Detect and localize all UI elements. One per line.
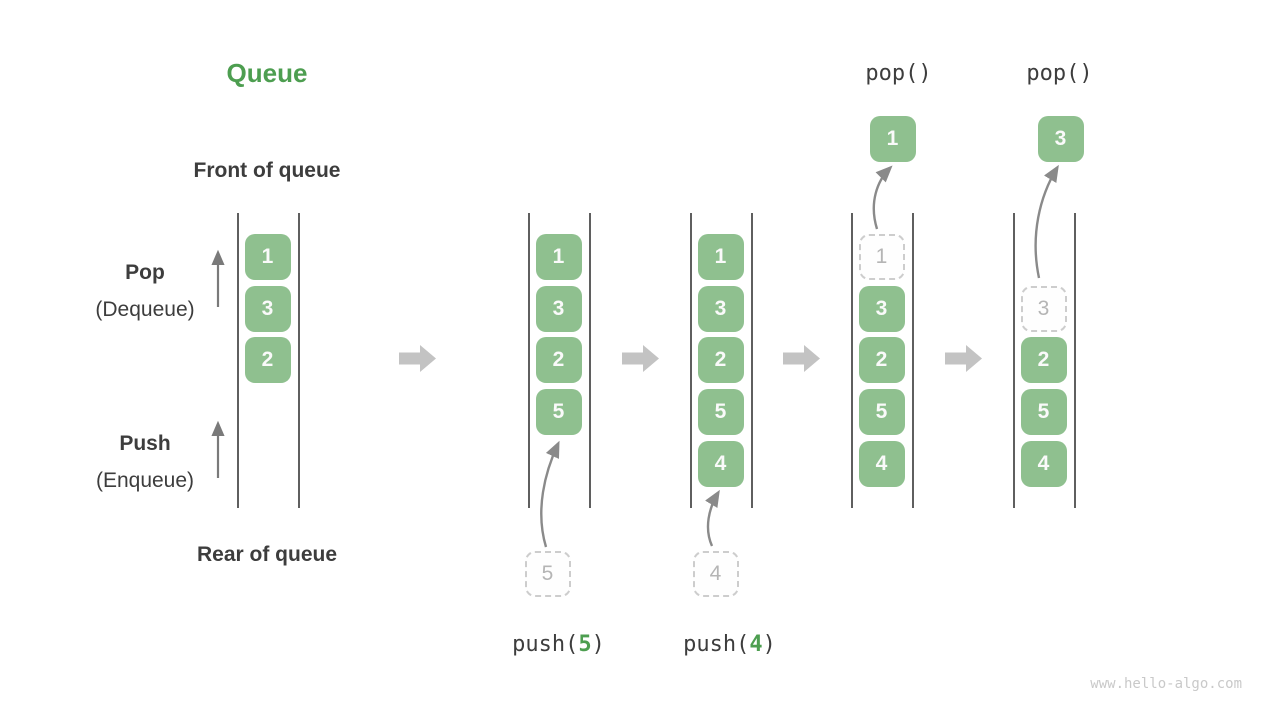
queue-cell: 2 xyxy=(858,337,905,384)
push-label: Push xyxy=(119,432,171,455)
push-call-text: push( xyxy=(512,632,579,657)
popped-element: 3 xyxy=(1037,116,1084,162)
queue-wall-left xyxy=(528,213,530,508)
push-arg-value: 4 xyxy=(749,632,763,657)
pop-operation-label: pop() xyxy=(1026,61,1093,86)
pending-element: 5 xyxy=(524,551,571,597)
push-call-close: ) xyxy=(591,632,605,657)
pop-arrow xyxy=(872,165,893,230)
queue-cell: 3 xyxy=(244,285,291,332)
queue-cell: 3 xyxy=(858,285,905,332)
pop-label: Pop xyxy=(125,261,165,284)
queue-cell: 5 xyxy=(535,389,582,435)
queue-wall-right xyxy=(912,213,914,508)
state-transition-arrow xyxy=(622,345,659,372)
popped-element: 1 xyxy=(869,116,916,162)
push-call-close: ) xyxy=(762,632,776,657)
dequeue-label: (Dequeue) xyxy=(95,298,195,321)
pop-arrow xyxy=(1034,164,1059,279)
queue-cell: 3 xyxy=(535,285,582,332)
queue-cell: 2 xyxy=(244,337,291,384)
queue-cell: 4 xyxy=(697,440,744,487)
queue-cell: 2 xyxy=(697,337,744,384)
rear-of-queue-label: Rear of queue xyxy=(196,543,338,566)
queue-cell: 3 xyxy=(697,285,744,332)
diagram-title: Queue xyxy=(226,58,308,88)
push-call-text: push( xyxy=(683,632,750,657)
enqueue-label: (Enqueue) xyxy=(95,469,195,492)
queue-cell-dashed: 3 xyxy=(1020,285,1067,332)
queue-wall-right xyxy=(751,213,753,508)
queue-wall-left xyxy=(1013,213,1015,508)
queue-cell: 5 xyxy=(697,389,744,435)
queue-cell: 5 xyxy=(858,389,905,435)
queue-cell-dashed: 1 xyxy=(858,234,905,280)
push-arrow xyxy=(540,440,560,548)
queue-cell: 4 xyxy=(1020,440,1067,487)
queue-cell: 1 xyxy=(697,234,744,280)
queue-wall-right xyxy=(1074,213,1076,508)
state-transition-arrow xyxy=(783,345,820,372)
front-of-queue-label: Front of queue xyxy=(193,159,341,182)
queue-cell: 1 xyxy=(244,234,291,280)
watermark: www.hello-algo.com xyxy=(1090,676,1242,692)
queue-cell: 5 xyxy=(1020,389,1067,435)
queue-cell: 1 xyxy=(535,234,582,280)
state-transition-arrow xyxy=(399,345,436,372)
push-operation-label: push(5) xyxy=(512,632,605,657)
queue-wall-left xyxy=(237,213,239,508)
push-arrow xyxy=(705,489,720,547)
queue-wall-left xyxy=(690,213,692,508)
queue-cell: 2 xyxy=(1020,337,1067,384)
state-transition-arrow xyxy=(945,345,982,372)
queue-cell: 2 xyxy=(535,337,582,384)
queue-wall-left xyxy=(851,213,853,508)
queue-cell: 4 xyxy=(858,440,905,487)
pending-element: 4 xyxy=(692,551,739,597)
push-arg-value: 5 xyxy=(578,632,592,657)
push-operation-label: push(4) xyxy=(683,632,776,657)
pop-operation-label: pop() xyxy=(865,61,932,86)
queue-wall-right xyxy=(298,213,300,508)
queue-wall-right xyxy=(589,213,591,508)
